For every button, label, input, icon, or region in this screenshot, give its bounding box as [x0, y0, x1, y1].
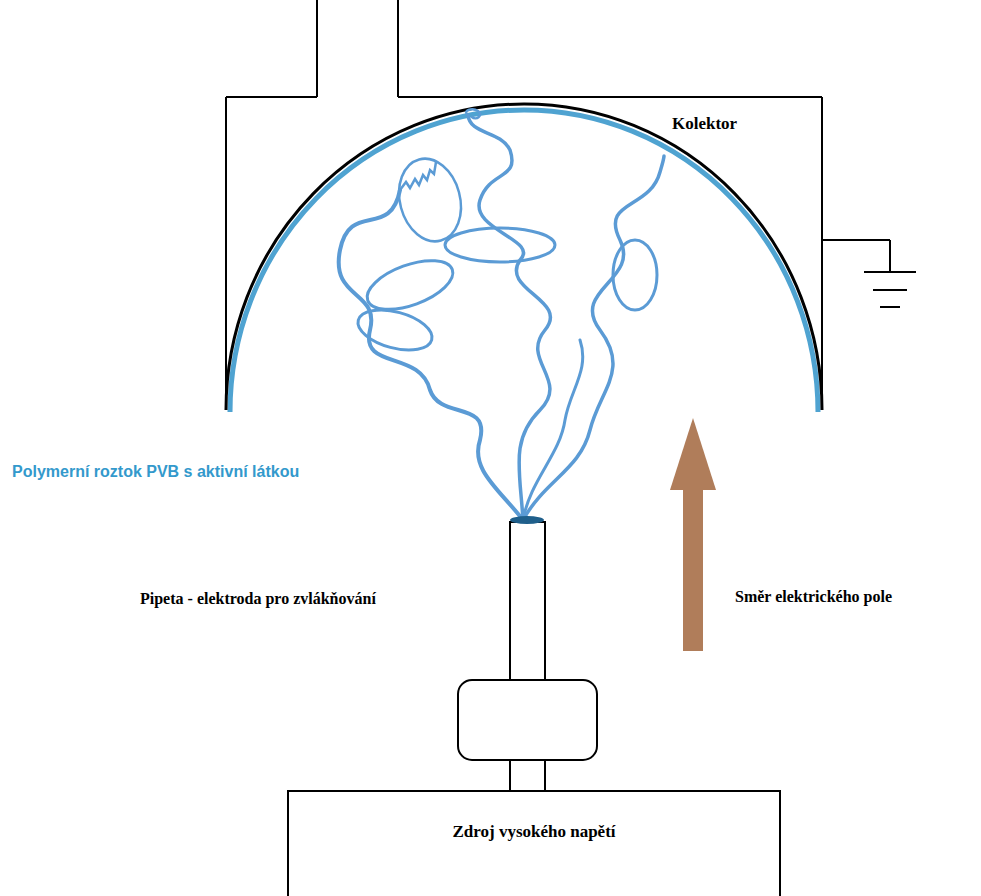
pipette-electrode	[458, 522, 597, 790]
node-label: Zdroj vysokého napětí	[289, 822, 779, 842]
polymer-fibers	[339, 109, 664, 520]
pipette-label: Pipeta - elektroda pro zvlákňování	[140, 590, 376, 608]
field-direction-arrow	[670, 418, 716, 651]
field-direction-label: Směr elektrického pole	[735, 588, 892, 606]
power-supply-box: Zdroj vysokého napětí	[287, 790, 781, 896]
collector-fiber-layer	[230, 110, 818, 412]
collector-housing	[226, 0, 822, 410]
collector-label: Kolektor	[672, 114, 737, 134]
ground-symbol	[822, 240, 916, 307]
solution-label: Polymerní roztok PVB s aktivní látkou	[12, 463, 299, 481]
solution-droplet	[510, 516, 544, 524]
